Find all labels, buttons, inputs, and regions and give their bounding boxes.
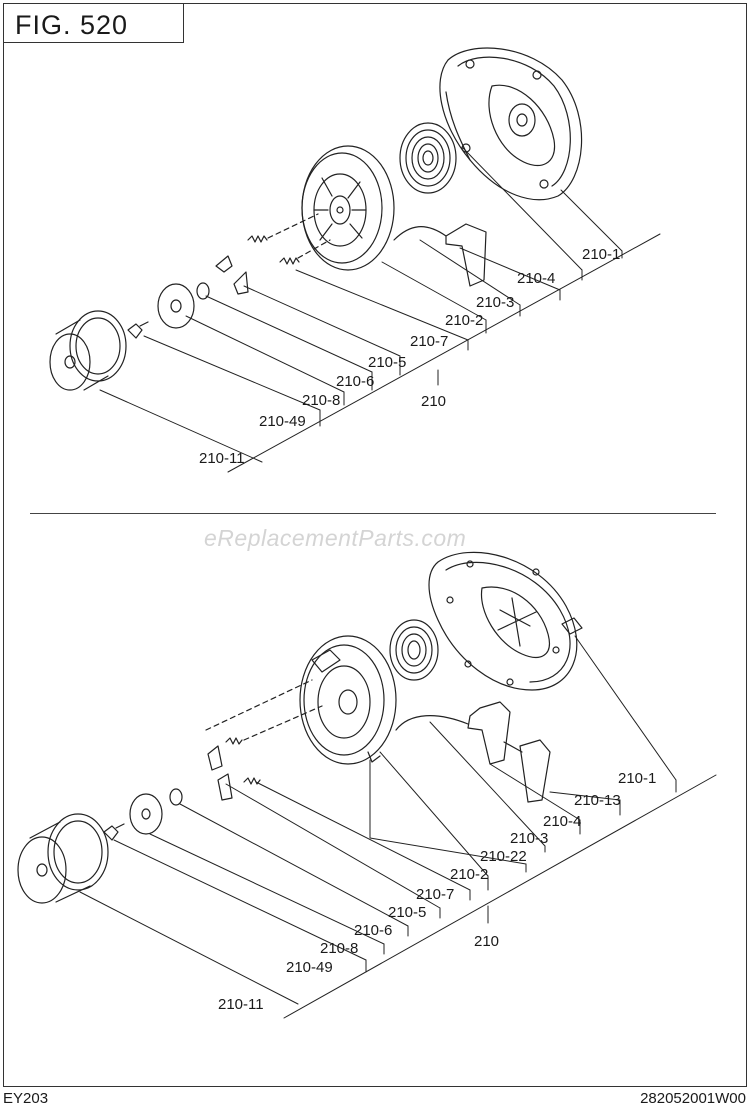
- reel-pulley-top: [301, 145, 395, 271]
- retaining-ring-top: [196, 282, 210, 300]
- top-assembly: 210-1 210-4 210-3 210-2 210-7 210-5 210-…: [49, 47, 661, 473]
- callout-top-210-49: 210-49: [259, 413, 306, 430]
- reel-pulley-bottom: [299, 635, 397, 765]
- leader-lines-bottom: [79, 635, 717, 1019]
- callout-bottom-210-22: 210-22: [480, 848, 527, 865]
- callout-bottom-210-4: 210-4: [543, 813, 581, 830]
- model-number: EY203: [3, 1090, 49, 1107]
- callout-bottom-210-11: 210-11: [218, 996, 264, 1013]
- retaining-ring-bottom: [169, 788, 183, 806]
- callouts-bottom: 210-1 210-13 210-4 210-3 210-22 210-2 21…: [218, 770, 656, 1013]
- callout-bottom-210-49: 210-49: [286, 959, 333, 976]
- rope-handle-top: [393, 223, 487, 287]
- callout-top-210-3: 210-3: [476, 294, 514, 311]
- callout-top-210-1: 210-1: [582, 246, 620, 263]
- callout-top-210-6: 210-6: [336, 373, 374, 390]
- callout-bottom-210-8: 210-8: [320, 940, 358, 957]
- starter-cup-top: [49, 310, 127, 391]
- recoil-spring-top: [399, 122, 457, 194]
- callout-top-210-2: 210-2: [445, 312, 483, 329]
- figure-title: FIG. 520: [15, 10, 129, 40]
- callout-bottom-210-1: 210-1: [618, 770, 656, 787]
- callout-top-210: 210: [421, 393, 446, 410]
- callout-bottom-210-7: 210-7: [416, 886, 454, 903]
- callout-top-210-4: 210-4: [517, 270, 555, 287]
- recoil-spring-bottom: [389, 619, 439, 681]
- leader-lines-top: [99, 147, 661, 473]
- friction-plate-bottom: [129, 793, 163, 835]
- set-screw-bottom: [103, 823, 125, 841]
- ratchet-claws-top: [215, 255, 249, 295]
- callout-bottom-210-5: 210-5: [388, 904, 426, 921]
- callout-bottom-210-6: 210-6: [354, 922, 392, 939]
- section-divider: [30, 513, 716, 514]
- set-screw-top: [127, 321, 149, 339]
- watermark: eReplacementParts.com: [204, 525, 467, 551]
- bottom-assembly: 210-1 210-13 210-4 210-3 210-22 210-2 21…: [17, 551, 717, 1019]
- callout-bottom-210-2: 210-2: [450, 866, 488, 883]
- callout-bottom-210: 210: [474, 933, 499, 950]
- small-springs-bottom: [205, 679, 323, 785]
- diagram-code: 282052001W00: [640, 1090, 746, 1107]
- callouts-top: 210-1 210-4 210-3 210-2 210-7 210-5 210-…: [199, 246, 620, 467]
- callout-top-210-8: 210-8: [302, 392, 340, 409]
- callout-top-210-11: 210-11: [199, 450, 245, 467]
- starter-cup-bottom: [17, 813, 109, 904]
- ratchet-claws-bottom: [207, 745, 233, 801]
- callout-bottom-210-13: 210-13: [574, 792, 621, 809]
- small-springs-top: [247, 213, 331, 265]
- callout-top-210-5: 210-5: [368, 354, 406, 371]
- friction-plate-top: [157, 283, 195, 329]
- callout-bottom-210-3: 210-3: [510, 830, 548, 847]
- callout-top-210-7: 210-7: [410, 333, 448, 350]
- starter-case-top: [439, 47, 583, 201]
- starter-case-bottom: [428, 551, 583, 691]
